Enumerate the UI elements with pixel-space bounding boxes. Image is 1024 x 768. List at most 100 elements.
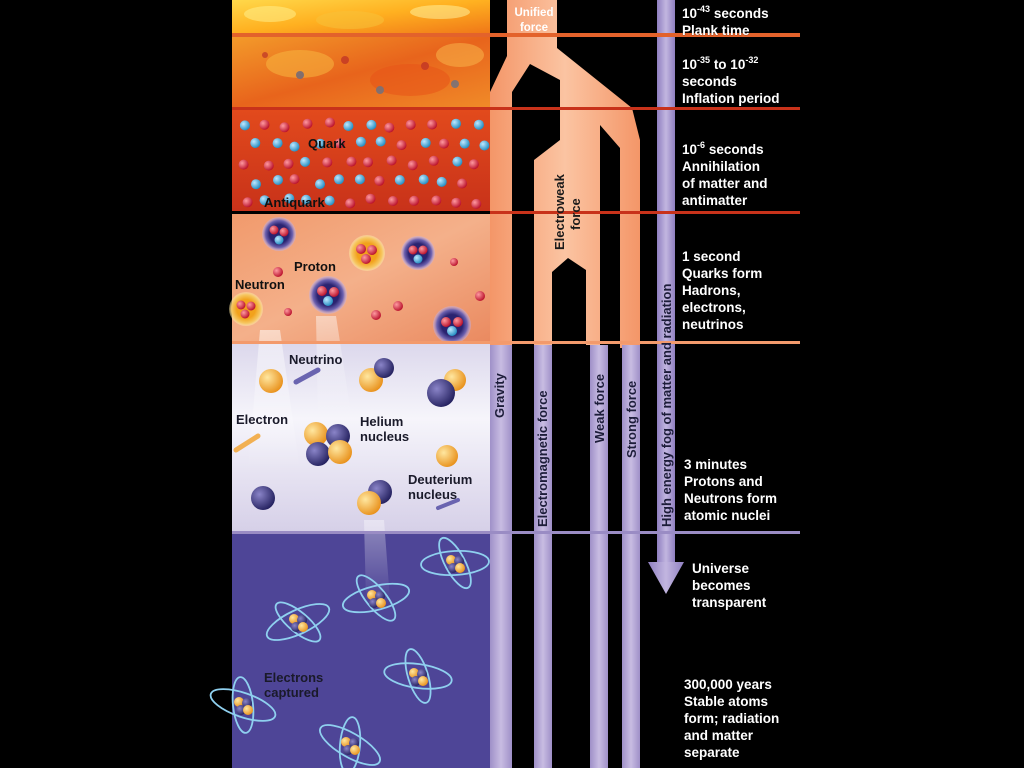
quark-dot xyxy=(301,194,312,205)
quark-dot xyxy=(479,140,490,151)
quark-dot xyxy=(238,159,249,170)
timeline-annihilation: 10-6 seconds Annihilation of matter and … xyxy=(682,137,768,209)
helium-nucleus-label: Helium nucleus xyxy=(360,414,409,444)
nuclei-particles xyxy=(233,358,466,515)
tl-infl-unit: seconds xyxy=(682,74,737,89)
quark-dot xyxy=(468,159,479,170)
unified-force-channel xyxy=(490,0,640,348)
timeline-inflation: 10-35 to 10-32 seconds Inflation period xyxy=(682,52,780,107)
tl-plank-unit: seconds xyxy=(713,6,769,21)
quark-dot xyxy=(418,174,429,185)
quark-dot xyxy=(259,119,270,130)
tl-300k-line-2: Stable atoms xyxy=(684,694,769,709)
unified-force-line-2: force xyxy=(519,22,549,34)
quark-dot xyxy=(409,195,420,206)
antiquark-label: Antiquark xyxy=(264,195,325,210)
tl-infl-exp: -35 xyxy=(697,55,711,65)
quark-dot xyxy=(289,174,300,185)
fog-label: High energy fog of matter and radiation xyxy=(659,283,674,527)
quark-dot xyxy=(345,198,356,209)
quark-dot xyxy=(343,121,354,131)
deuterium-line-1: Deuterium xyxy=(408,472,473,487)
electrons-captured-line-1: Electrons xyxy=(264,670,324,685)
helium-line-1: Helium xyxy=(360,414,404,429)
quark-dot xyxy=(283,158,294,169)
electromagnetic-force-label: Electromagnetic force xyxy=(535,390,550,527)
proton-particle xyxy=(433,306,471,344)
proton-label: Proton xyxy=(294,259,336,274)
quark-dot xyxy=(315,138,326,149)
quark-dot xyxy=(374,175,385,186)
atom xyxy=(341,574,411,622)
unified-force-line-1: Unified xyxy=(514,7,554,19)
quark-dot xyxy=(436,176,447,187)
tl-ann-exp: -6 xyxy=(697,140,706,150)
tl-300k-line-3: form; radiation xyxy=(684,711,780,726)
quark-dot xyxy=(375,136,386,147)
quark-dot xyxy=(250,138,261,148)
quark-particles xyxy=(238,117,490,209)
tl-infl-exp2: -32 xyxy=(745,55,759,65)
neutron-particle xyxy=(349,235,385,271)
timeline-transparent: Universe becomes transparent xyxy=(692,560,766,611)
atom xyxy=(420,536,490,590)
tl-ann-line-3: antimatter xyxy=(682,193,748,208)
tl-ann-unit: seconds xyxy=(708,142,764,157)
helium-line-2: nucleus xyxy=(360,429,410,444)
tl-trans-line-2: becomes xyxy=(692,578,751,593)
quark-dot xyxy=(365,193,376,204)
quark-label: Quark xyxy=(308,136,346,151)
tl-sec-line-2: Quarks form xyxy=(682,266,763,281)
tl-trans-line-3: transparent xyxy=(692,595,767,610)
atom-particles xyxy=(209,536,490,768)
quark-dot xyxy=(273,175,283,185)
proton-particle xyxy=(401,236,435,270)
quark-dot xyxy=(386,155,397,166)
quark-dot xyxy=(394,175,405,185)
tl-sec-line-4: electrons, xyxy=(682,300,746,315)
tl-infl-base: 10 xyxy=(682,57,698,72)
tl-300k-line-1: 300,000 years xyxy=(684,677,772,692)
timeline-plank: 10-43 seconds Plank time xyxy=(682,1,769,39)
neutrino-label: Neutrino xyxy=(289,352,343,367)
tl-trans-line-1: Universe xyxy=(692,561,750,576)
timeline-one-second: 1 second Quarks form Hadrons, electrons,… xyxy=(682,248,762,333)
tl-ann-base: 10 xyxy=(682,142,698,157)
electrons-captured-line-2: captured xyxy=(264,685,319,700)
quark-dot xyxy=(272,138,283,149)
quark-dot xyxy=(452,156,463,167)
band-quark-soup xyxy=(232,110,490,211)
proton-particle xyxy=(262,217,296,251)
strong-force-channel xyxy=(622,345,640,768)
timeline-three-minutes: 3 minutes Protons and Neutrons form atom… xyxy=(684,456,777,524)
deuterium-nucleus-label: Deuterium nucleus xyxy=(408,472,472,502)
weak-force-label: Weak force xyxy=(592,373,607,443)
quark-dot xyxy=(431,195,442,206)
quark-dot xyxy=(259,195,270,206)
quark-dot xyxy=(300,156,311,167)
quark-dot xyxy=(242,197,253,208)
tl-ann-line-2: of matter and xyxy=(682,176,768,191)
quark-dot xyxy=(439,138,449,149)
quark-dot xyxy=(427,119,438,130)
quark-dot xyxy=(334,138,345,149)
tl-plank-base: 10 xyxy=(682,6,698,21)
timeline-300k-years: 300,000 years Stable atoms form; radiati… xyxy=(684,676,779,761)
force-channels xyxy=(490,0,684,768)
tl-plank-desc: Plank time xyxy=(682,23,750,38)
quark-dot xyxy=(315,179,325,190)
deuterium-line-2: nucleus xyxy=(408,487,458,502)
quark-dot xyxy=(324,195,335,206)
tl-infl-to: to 10 xyxy=(713,57,746,72)
neutron-label: Neutron xyxy=(235,277,285,292)
quark-dot xyxy=(451,197,462,208)
atom xyxy=(265,601,331,643)
quark-dot xyxy=(239,120,250,131)
electroweak-label-2: force xyxy=(568,198,583,230)
plasma-texture xyxy=(244,5,484,96)
atom xyxy=(319,716,381,768)
hadron-particles xyxy=(229,217,485,344)
quark-dot xyxy=(284,193,295,204)
quark-dot xyxy=(459,138,470,149)
tl-ann-line-1: Annihilation xyxy=(682,159,760,174)
